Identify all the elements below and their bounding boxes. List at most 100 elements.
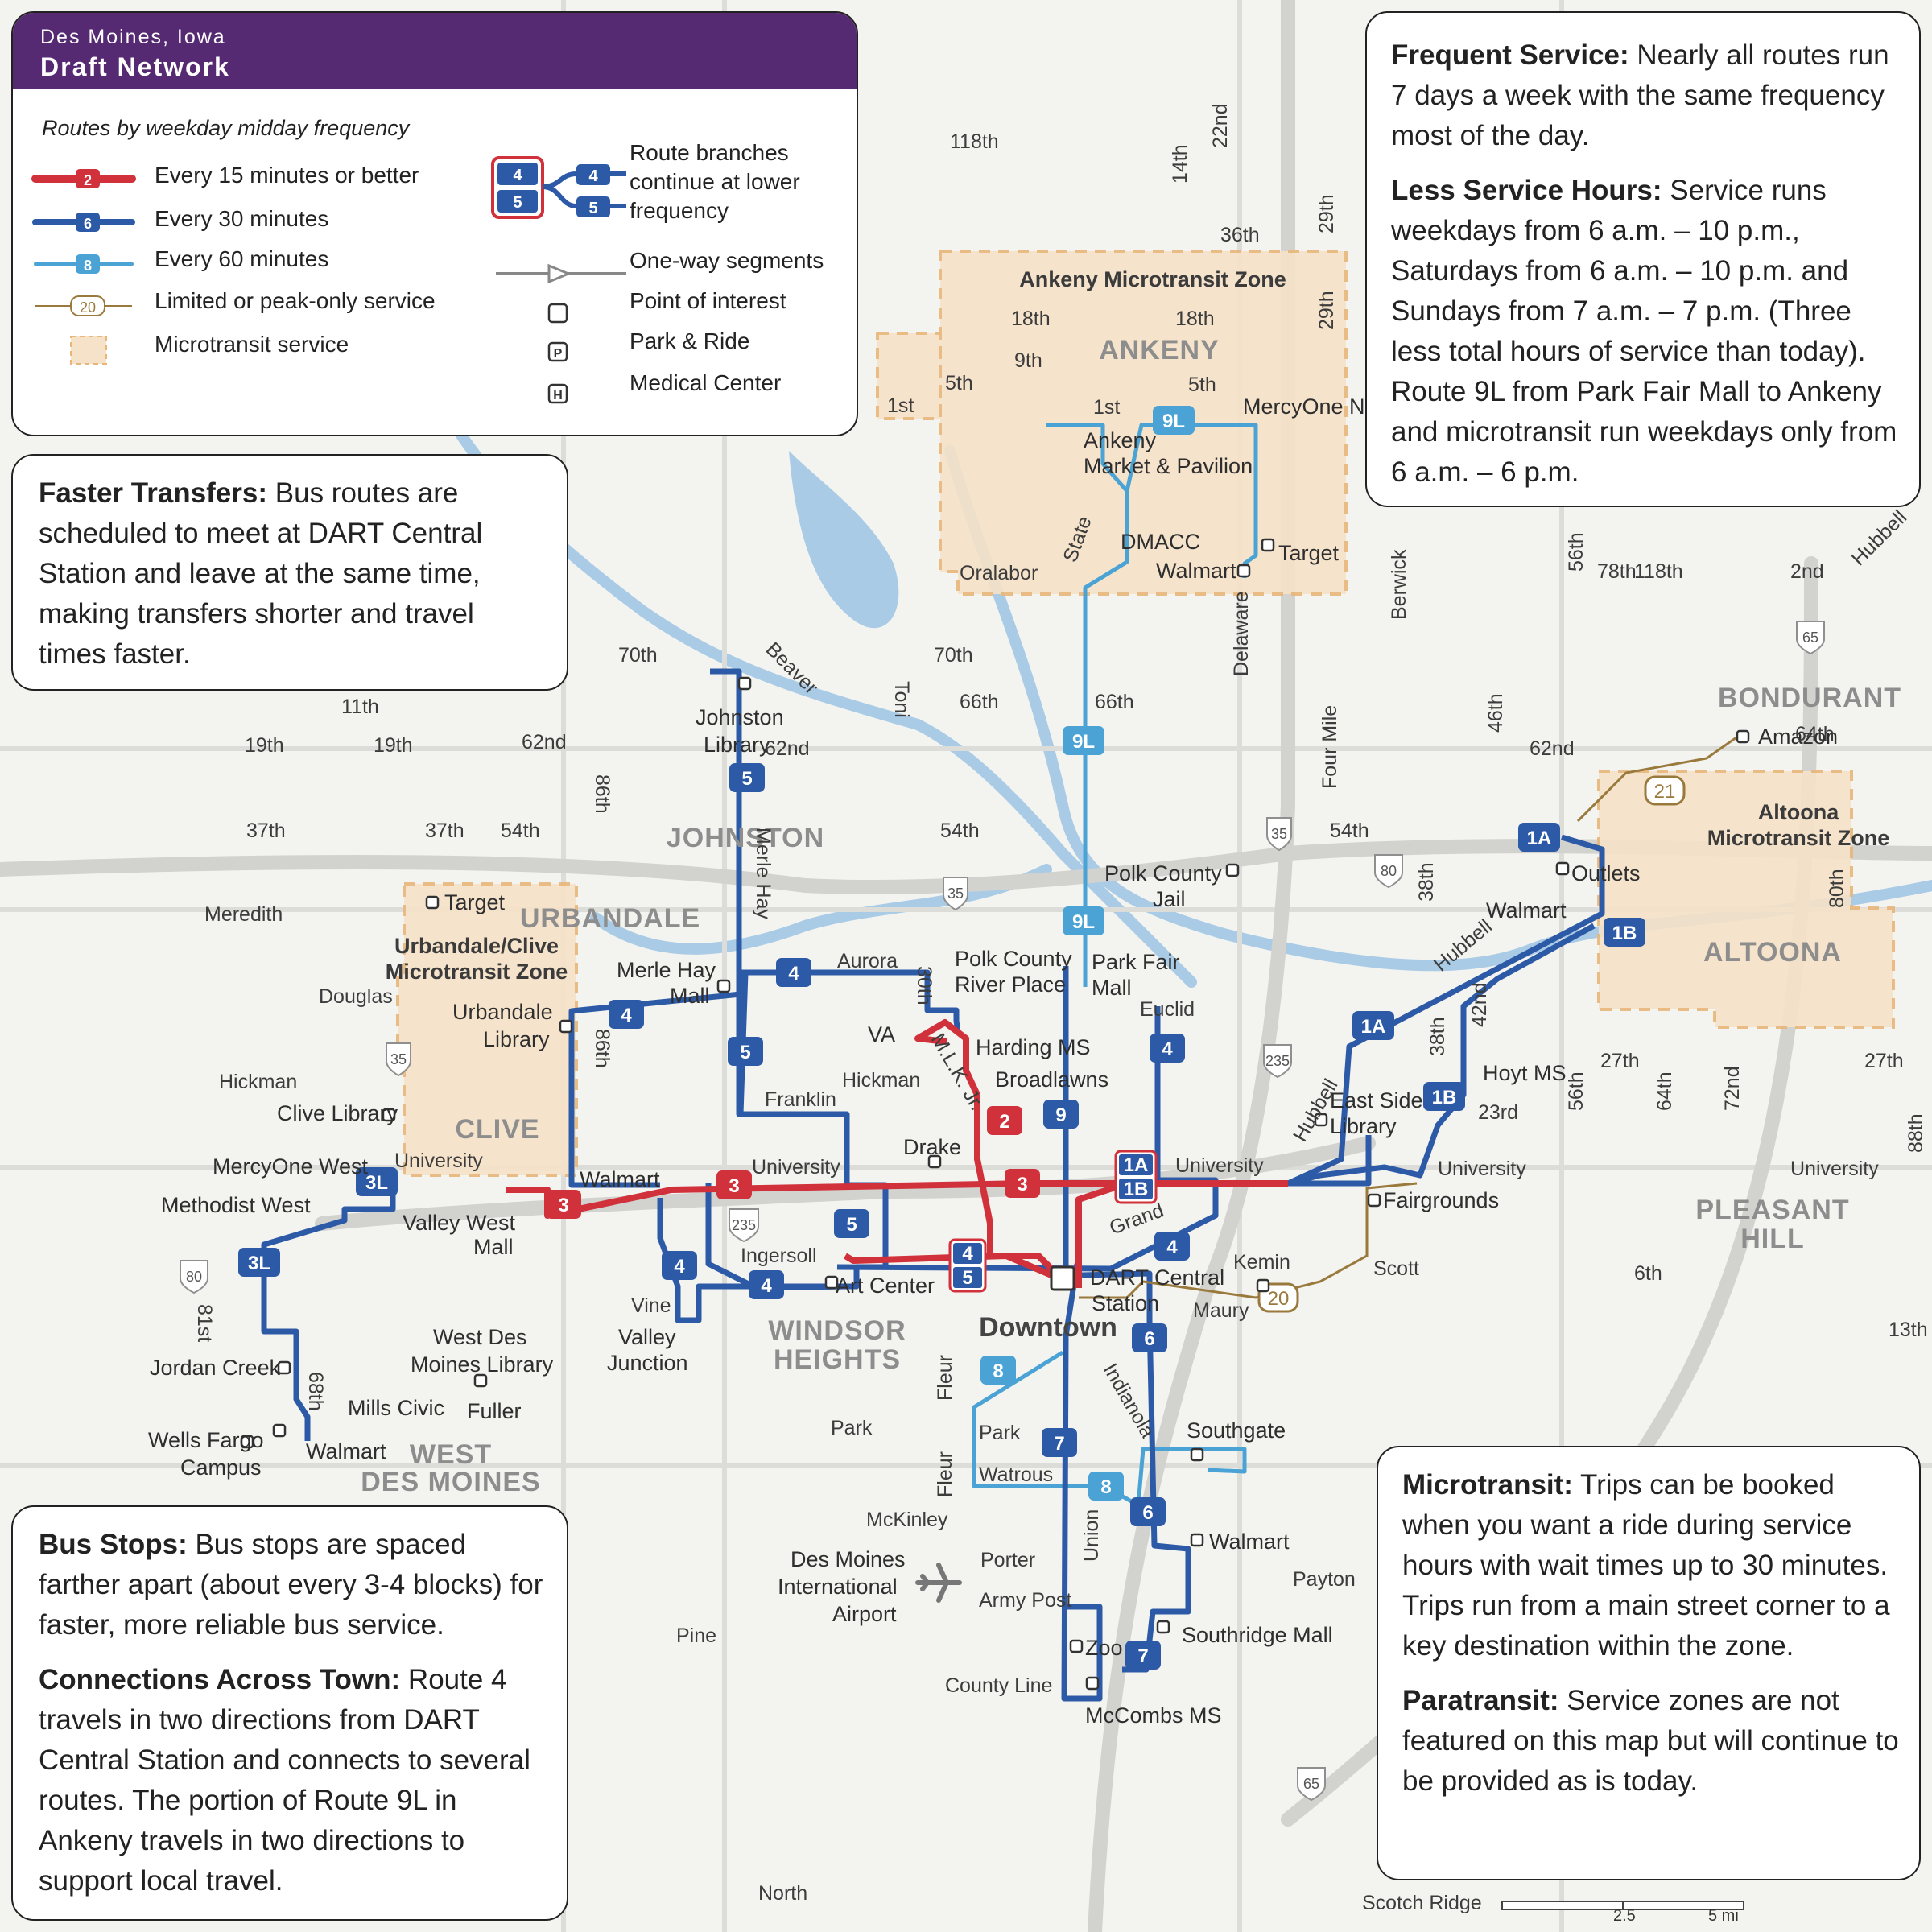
legend-frequent-label: Every 15 minutes or better [155,163,419,188]
svg-text:19th: 19th [374,734,413,757]
city-windsor-heights: WINDSOR [768,1315,906,1346]
route-badge: 4 [662,1251,697,1280]
svg-text:VA: VA [868,1022,895,1046]
street-labels: 118th 118th 22nd 14th 36th 29th 29th 18t… [193,103,1928,1914]
svg-text:Ingersoll: Ingersoll [741,1245,817,1267]
route-badge: 5 [728,1037,763,1066]
svg-text:22nd: 22nd [1209,103,1232,148]
svg-text:Union: Union [1080,1509,1103,1562]
route-badge: 5 [729,763,765,792]
route-badge: 4 [609,1000,644,1029]
stops-heading: Bus Stops: [39,1529,188,1560]
svg-text:1A: 1A [1361,1016,1386,1038]
poi-markers [240,538,1750,1690]
svg-text:4: 4 [1166,1236,1178,1258]
svg-text:Maury: Maury [1193,1299,1249,1322]
svg-text:Army Post: Army Post [979,1589,1071,1612]
place-polk-river: Polk County [955,947,1072,971]
legend-symbols: P H 2 6 8 20 4 5 4 5 [31,156,626,404]
svg-text:37th: 37th [425,819,464,842]
legend-medical-label: Medical Center [630,370,782,395]
city-windsor-heights-2: HEIGHTS [774,1344,901,1375]
svg-text:Walmart: Walmart [1486,898,1567,923]
route-badge: 4 [1150,1034,1185,1063]
svg-text:Scotch Ridge: Scotch Ridge [1362,1892,1482,1914]
svg-text:70th: 70th [934,644,973,667]
city-west-des-moines: WEST [410,1439,492,1470]
svg-text:13th: 13th [1889,1319,1928,1341]
svg-text:9: 9 [1055,1104,1066,1126]
info-bus-stops: Bus Stops: Bus stops are spaced farther … [11,1505,568,1921]
svg-text:McKinley: McKinley [866,1509,948,1531]
svg-text:3: 3 [1017,1174,1027,1195]
svg-text:5: 5 [962,1267,972,1289]
route-badge: 1B [1604,918,1645,947]
svg-text:Aurora: Aurora [837,950,898,972]
svg-text:66th: 66th [960,691,999,713]
info-microtransit: Microtransit: Trips can be booked when y… [1377,1446,1921,1880]
place-urbandale-library-2: Library [483,1027,550,1051]
svg-text:64th: 64th [1795,723,1835,745]
svg-text:Delaware: Delaware [1230,591,1253,676]
legend-branch-label: Route branches continue at lower frequen… [630,140,800,223]
svg-text:1A: 1A [1527,828,1552,849]
svg-text:6: 6 [1144,1328,1154,1350]
svg-text:23rd: 23rd [1478,1101,1518,1124]
svg-text:MercyOne West: MercyOne West [213,1154,369,1179]
legend-subtitle: Routes by weekday midday frequency [42,116,410,140]
svg-text:27th: 27th [1600,1050,1640,1072]
svg-text:4: 4 [761,1275,772,1297]
route-badge: 9L [1063,726,1104,755]
hwy-235b-label: 235 [1265,1053,1290,1069]
svg-text:1st: 1st [887,394,914,417]
legend-60min-label: Every 60 minutes [155,246,329,271]
place-valley-west-2: Mall [473,1235,514,1259]
svg-text:4: 4 [788,963,799,985]
svg-text:1B: 1B [1124,1179,1149,1200]
route-badge: 3 [716,1170,752,1199]
zone-label-altoona-line1: Altoona [1758,800,1839,824]
hwy-80b-label: 80 [186,1269,202,1285]
place-mercyone-north: MercyOne No [1243,394,1377,419]
svg-text:Target: Target [444,890,506,914]
svg-text:Art Center: Art Center [836,1274,935,1298]
svg-text:P: P [554,347,563,361]
place-park-fair: Park Fair [1092,950,1180,974]
svg-text:20: 20 [1268,1288,1290,1310]
place-ankeny-market: Ankeny [1084,428,1157,452]
svg-text:19th: 19th [245,734,284,757]
svg-text:21: 21 [1654,781,1676,803]
hwy-65b-label: 65 [1303,1776,1319,1792]
svg-text:University: University [1438,1158,1526,1180]
svg-text:56th: 56th [1565,532,1587,572]
place-dart: DART Central [1090,1265,1224,1290]
route-badge: 3 [546,1190,581,1219]
svg-text:Park: Park [831,1417,873,1439]
svg-text:4: 4 [674,1256,685,1278]
svg-text:9L: 9L [1072,731,1095,753]
svg-text:62nd: 62nd [1530,737,1575,760]
svg-text:2nd: 2nd [1790,560,1824,583]
svg-text:Oralabor: Oralabor [960,562,1038,584]
svg-text:Toni: Toni [890,681,913,718]
micro-text: Trips can be booked when you want a ride… [1402,1469,1890,1662]
branch-badges-downtown: 4 5 1A 1B [948,1150,1158,1293]
hwy-35b-label: 35 [1271,826,1287,842]
svg-text:2: 2 [999,1111,1009,1133]
city-ankeny: ANKENY [1099,335,1220,365]
route-badge: 8 [1088,1472,1124,1501]
route-badge: 3 [1005,1169,1040,1198]
svg-text:Hickman: Hickman [219,1071,297,1093]
place-wdm-library-2: Moines Library [411,1352,554,1377]
svg-text:3: 3 [729,1175,739,1197]
svg-text:54th: 54th [940,819,980,842]
svg-text:Meredith: Meredith [204,903,283,926]
highway-shield-labels: 35 35 80 35 80 235 235 65 65 [186,630,1818,1792]
frequent-heading: Frequent Service: [1391,39,1629,71]
ankeny-microtransit-zone [876,250,1348,596]
svg-text:38th: 38th [1415,862,1438,902]
svg-text:Watrous: Watrous [979,1463,1053,1486]
svg-text:14th: 14th [1169,144,1191,184]
svg-text:Berwick: Berwick [1388,549,1410,620]
svg-text:Scott: Scott [1373,1257,1419,1280]
